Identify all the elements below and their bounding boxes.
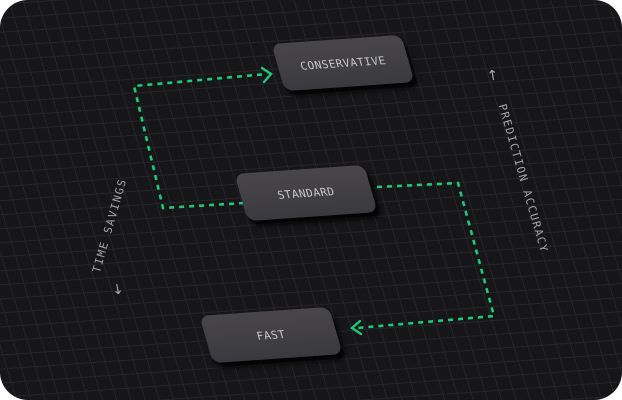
arrowhead-left-icon	[350, 319, 363, 336]
edge-standard-to-conservative	[132, 72, 268, 210]
node-fast[interactable]: FAST	[199, 306, 343, 364]
down-arrow-icon: ↓	[110, 281, 126, 299]
arrowhead-right-icon	[260, 66, 273, 84]
node-label: FAST	[254, 327, 288, 343]
node-standard[interactable]: STANDARD	[234, 164, 378, 222]
node-label: CONSERVATIVE	[298, 53, 388, 73]
node-conservative[interactable]: CONSERVATIVE	[271, 34, 415, 92]
node-label: STANDARD	[275, 184, 337, 202]
edge-standard-to-fast	[356, 181, 496, 330]
up-arrow-icon: ↑	[485, 67, 501, 85]
